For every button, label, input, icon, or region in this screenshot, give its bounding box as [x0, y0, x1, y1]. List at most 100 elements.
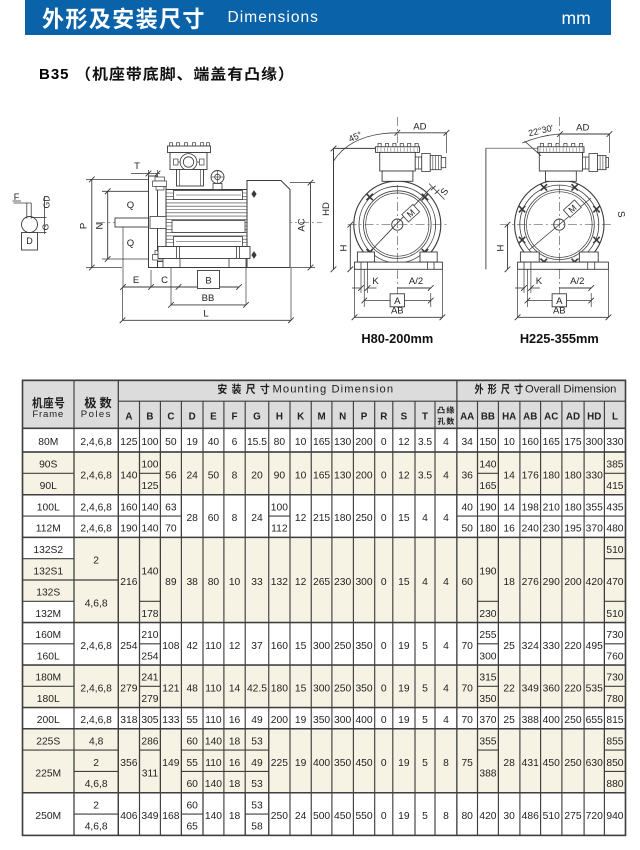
- svg-text:180M: 180M: [35, 673, 61, 684]
- svg-text:355: 355: [586, 502, 603, 513]
- svg-text:5: 5: [422, 715, 428, 726]
- svg-text:132M: 132M: [35, 609, 61, 620]
- svg-text:19: 19: [186, 437, 198, 448]
- svg-text:160: 160: [120, 502, 137, 513]
- svg-text:850: 850: [606, 758, 623, 769]
- svg-text:19: 19: [398, 811, 410, 822]
- svg-text:12: 12: [398, 470, 410, 481]
- svg-text:6: 6: [232, 437, 238, 448]
- svg-text:431: 431: [522, 758, 539, 769]
- svg-text:400: 400: [543, 715, 560, 726]
- svg-text:L: L: [203, 309, 208, 320]
- svg-text:25: 25: [503, 641, 515, 652]
- svg-text:300: 300: [355, 577, 372, 588]
- svg-text:210: 210: [543, 502, 560, 513]
- svg-text:5: 5: [422, 683, 428, 694]
- svg-text:110: 110: [205, 683, 222, 694]
- svg-text:2,4,6,8: 2,4,6,8: [80, 524, 112, 535]
- svg-text:180: 180: [271, 683, 288, 694]
- svg-text:250: 250: [334, 683, 351, 694]
- svg-text:D: D: [189, 411, 196, 422]
- svg-text:5: 5: [422, 811, 428, 822]
- svg-text:H: H: [276, 411, 283, 422]
- svg-text:14: 14: [503, 502, 515, 513]
- svg-text:A: A: [125, 411, 132, 422]
- svg-text:AD: AD: [566, 411, 580, 422]
- svg-text:HA: HA: [502, 411, 516, 422]
- svg-text:300: 300: [586, 437, 603, 448]
- svg-text:350: 350: [313, 715, 330, 726]
- svg-text:200: 200: [355, 470, 372, 481]
- svg-text:2,4,6,8: 2,4,6,8: [80, 502, 112, 513]
- svg-text:K: K: [297, 411, 304, 422]
- svg-text:34: 34: [461, 437, 473, 448]
- svg-text:63: 63: [165, 502, 177, 513]
- svg-text:480: 480: [606, 524, 623, 535]
- svg-text:300: 300: [313, 641, 330, 652]
- svg-text:180: 180: [543, 470, 560, 481]
- svg-text:216: 216: [120, 577, 137, 588]
- svg-text:AC: AC: [544, 411, 558, 422]
- svg-text:175: 175: [564, 437, 581, 448]
- svg-text:19: 19: [295, 715, 307, 726]
- svg-text:19: 19: [398, 641, 410, 652]
- svg-text:8: 8: [443, 811, 449, 822]
- svg-text:B: B: [205, 276, 211, 287]
- svg-text:230: 230: [543, 524, 560, 535]
- svg-text:535: 535: [586, 683, 603, 694]
- svg-text:T: T: [422, 411, 428, 422]
- svg-text:254: 254: [120, 641, 137, 652]
- svg-text:53: 53: [251, 779, 263, 790]
- svg-text:210: 210: [141, 630, 158, 641]
- svg-text:4: 4: [443, 641, 449, 652]
- svg-text:215: 215: [313, 513, 330, 524]
- svg-text:60: 60: [186, 800, 198, 811]
- svg-text:N: N: [339, 411, 346, 422]
- svg-text:100: 100: [141, 437, 158, 448]
- svg-text:R: R: [380, 411, 387, 422]
- svg-text:C: C: [161, 275, 168, 286]
- svg-text:178: 178: [141, 609, 158, 620]
- svg-text:A/2: A/2: [570, 276, 584, 287]
- svg-text:133: 133: [162, 715, 179, 726]
- svg-text:180: 180: [479, 524, 496, 535]
- svg-text:400: 400: [313, 758, 330, 769]
- svg-text:49: 49: [251, 715, 263, 726]
- svg-text:Q: Q: [127, 238, 134, 249]
- svg-text:149: 149: [162, 758, 179, 769]
- svg-text:28: 28: [186, 513, 198, 524]
- svg-text:16: 16: [229, 758, 241, 769]
- svg-text:2,4,6,8: 2,4,6,8: [80, 641, 112, 652]
- svg-text:160: 160: [271, 641, 288, 652]
- svg-text:65: 65: [186, 822, 198, 833]
- svg-text:180: 180: [564, 502, 581, 513]
- svg-text:855: 855: [606, 736, 623, 747]
- svg-text:300: 300: [479, 651, 496, 662]
- svg-text:19: 19: [398, 758, 410, 769]
- svg-text:22°30′: 22°30′: [527, 123, 554, 139]
- svg-text:48: 48: [186, 683, 198, 694]
- svg-text:55: 55: [186, 758, 198, 769]
- svg-text:4: 4: [422, 513, 428, 524]
- svg-text:180: 180: [334, 513, 351, 524]
- svg-text:15: 15: [398, 513, 410, 524]
- svg-text:H: H: [338, 244, 349, 251]
- svg-text:130: 130: [334, 470, 351, 481]
- svg-text:GD: GD: [42, 196, 52, 209]
- svg-text:53: 53: [251, 736, 263, 747]
- svg-text:8: 8: [232, 513, 238, 524]
- svg-text:0: 0: [381, 577, 387, 588]
- svg-text:350: 350: [479, 694, 496, 705]
- svg-text:0: 0: [381, 715, 387, 726]
- svg-text:550: 550: [355, 811, 372, 822]
- svg-text:Mounting Dimension: Mounting Dimension: [273, 384, 394, 396]
- svg-text:4: 4: [443, 577, 449, 588]
- svg-text:355: 355: [479, 736, 496, 747]
- svg-text:90L: 90L: [40, 481, 57, 492]
- svg-text:250: 250: [564, 758, 581, 769]
- svg-text:8: 8: [232, 470, 238, 481]
- svg-text:70: 70: [461, 683, 473, 694]
- svg-text:P: P: [79, 223, 90, 229]
- svg-text:349: 349: [522, 683, 539, 694]
- svg-text:220: 220: [564, 641, 581, 652]
